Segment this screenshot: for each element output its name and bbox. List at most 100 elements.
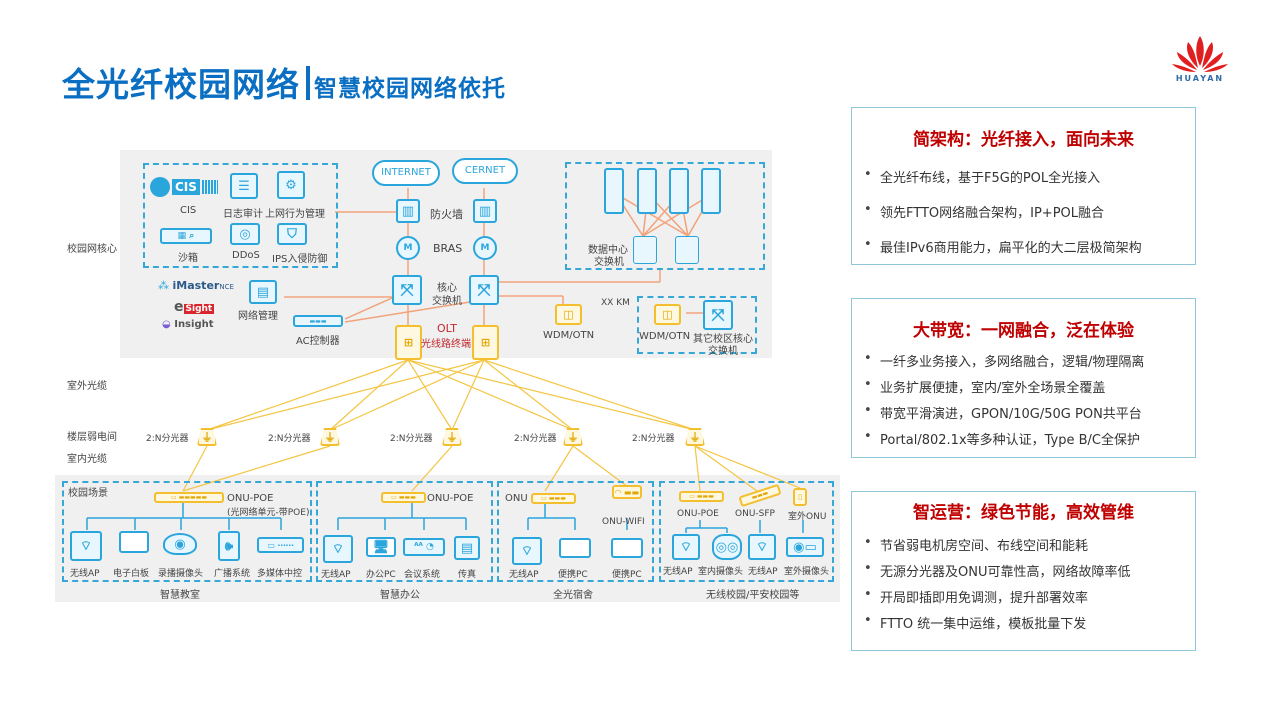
company-logo-icon bbox=[1172, 36, 1228, 72]
broadcast-icon: 🕪 bbox=[218, 531, 240, 561]
other-campus-label-1: 其它校区核心 bbox=[693, 334, 753, 345]
sandbox-icon: ▦ ⌕ bbox=[160, 228, 212, 244]
other-campus-label-2: 交换机 bbox=[708, 346, 738, 357]
splitter-icon: ⏚ bbox=[563, 428, 583, 446]
card-bullet: 开局即插即用免调测，提升部署效率 bbox=[864, 587, 1195, 606]
olt-label: OLT bbox=[437, 322, 457, 335]
label-floor-room: 楼层弱电间 bbox=[67, 432, 117, 443]
wireless-ap-icon: ⌔ bbox=[748, 534, 776, 560]
firewall-label: 防火墙 bbox=[430, 208, 463, 221]
device-label: 无线AP bbox=[663, 567, 693, 577]
olt-desc-label: 光线路终端 bbox=[421, 339, 471, 350]
splitter-label: 2:N分光器 bbox=[146, 434, 189, 444]
server-icon bbox=[701, 168, 721, 214]
splitter-icon: ⏚ bbox=[442, 428, 462, 446]
card-bullet: 业务扩展便捷，室内/室外全场景全覆盖 bbox=[864, 377, 1195, 396]
scene-wireless-campus bbox=[659, 481, 834, 582]
device-label: 办公PC bbox=[366, 570, 396, 580]
page-title: 全光纤校园网络智慧校园网络依托 bbox=[62, 58, 506, 106]
outdoor-onu-label: 室外ONU bbox=[788, 512, 827, 522]
outdoor-camera-icon: ◉▭ bbox=[786, 537, 824, 557]
conference-system-icon: ᴬᴬ ◔ bbox=[403, 538, 445, 556]
outdoor-onu-icon: ▯ bbox=[793, 488, 807, 506]
pon-fiber-links bbox=[182, 359, 801, 492]
scene-title: 无线校园/平安校园等 bbox=[706, 590, 800, 601]
insight-icon: ◒ bbox=[162, 319, 171, 330]
card-bullet: 节省弱电机房空间、布线空间和能耗 bbox=[864, 535, 1195, 554]
datacenter-group bbox=[565, 162, 765, 270]
onu-poe-icon: ▭ ▬▬▬ bbox=[381, 492, 426, 503]
behavior-mgmt-label: 上网行为管理 bbox=[265, 209, 325, 220]
core-switch-icon: ⤧ bbox=[469, 275, 499, 305]
log-audit-label: 日志审计 bbox=[223, 209, 263, 220]
scene-title: 智慧办公 bbox=[380, 590, 420, 601]
media-control-icon: ▭ ⋯⋯ bbox=[257, 537, 304, 553]
device-label: 电子白板 bbox=[113, 569, 150, 579]
onu-label: ONU bbox=[505, 493, 528, 504]
device-label: 便携PC bbox=[558, 570, 588, 580]
splitter-label: 2:N分光器 bbox=[390, 434, 433, 444]
logo-text: HUAYAN bbox=[1175, 74, 1225, 83]
device-label: 无线AP bbox=[509, 570, 539, 580]
core-switch-label-1: 核心 bbox=[437, 283, 457, 294]
dome-camera-icon: ◉ bbox=[163, 533, 197, 555]
onu-icon: ▭ ▬▬▬ bbox=[531, 493, 576, 504]
onu-wifi-icon: ◠ ▬▬ bbox=[612, 485, 642, 499]
whiteboard-icon bbox=[119, 531, 149, 553]
ac-controller-label: AC控制器 bbox=[296, 336, 340, 347]
card-bullet: 一纤多业务接入，多网络融合，逻辑/物理隔离 bbox=[864, 351, 1195, 370]
cis-grid-icon bbox=[202, 180, 218, 194]
device-label: 广播系统 bbox=[214, 569, 251, 579]
ac-controller-icon: ▬▬▬ bbox=[293, 315, 343, 327]
firewall-icon: ▥ bbox=[473, 199, 497, 223]
onu-sfp-label: ONU-SFP bbox=[735, 509, 775, 519]
scene-smart-office bbox=[316, 481, 493, 582]
card-bullet: 最佳IPv6商用能力，扁平化的大二层极简架构 bbox=[864, 237, 1195, 256]
core-switch-icon: ⤧ bbox=[392, 275, 422, 305]
splitter-icon: ⏚ bbox=[197, 428, 217, 446]
network-mgmt-icon: ▤ bbox=[249, 280, 277, 304]
wdm-right-label: WDM/OTN bbox=[639, 331, 691, 342]
card-smart-operations: 智运营：绿色节能，高效管维 节省弱电机房空间、布线空间和能耗 无源分光器及ONU… bbox=[851, 491, 1196, 651]
device-label: 无线AP bbox=[70, 569, 100, 579]
card-bullet: 带宽平滑演进，GPON/10G/50G PON共平台 bbox=[864, 403, 1195, 422]
network-mgmt-label: 网络管理 bbox=[238, 311, 278, 322]
core-switch-label-2: 交换机 bbox=[432, 296, 462, 307]
wireless-ap-icon: ⌔ bbox=[323, 535, 353, 563]
card-title: 智运营：绿色节能，高效管维 bbox=[913, 503, 1134, 523]
wdm-otn-icon: ◫ bbox=[555, 304, 582, 325]
olt-icon: ⊞ bbox=[472, 325, 499, 360]
behavior-mgmt-icon: ⚙ bbox=[277, 171, 305, 199]
device-label: 室内摄像头 bbox=[698, 567, 744, 577]
server-icon bbox=[669, 168, 689, 214]
wireless-ap-icon: ⌔ bbox=[672, 534, 700, 560]
card-title: 简架构：光纤接入，面向未来 bbox=[913, 130, 1134, 150]
dc-switch-label-2: 交换机 bbox=[594, 257, 624, 268]
imaster-icon: ⁂ bbox=[158, 279, 169, 292]
wdm-otn-icon: ◫ bbox=[654, 304, 681, 325]
card-bullet: 全光纤布线，基于F5G的POL全光接入 bbox=[864, 167, 1195, 186]
distance-label: XX KM bbox=[601, 298, 630, 308]
office-pc-icon: 🖥 bbox=[366, 537, 396, 557]
insight-logo: ◒ Insight bbox=[162, 319, 214, 330]
server-icon bbox=[637, 168, 657, 214]
device-label: 室外摄像头 bbox=[784, 567, 830, 577]
title-divider bbox=[306, 66, 310, 100]
fax-icon: ▤ bbox=[454, 536, 480, 560]
splitter-label: 2:N分光器 bbox=[514, 434, 557, 444]
device-label: 录播摄像头 bbox=[158, 569, 204, 579]
onu-poe-icon: ▭ ▬▬▬ bbox=[679, 491, 724, 502]
dc-switch-label-1: 数据中心 bbox=[588, 245, 628, 256]
scene-title: 智慧教室 bbox=[160, 590, 200, 601]
onu-poe-label: ONU-POE bbox=[227, 493, 274, 504]
other-campus-group bbox=[637, 296, 757, 354]
imaster-nce-logo: ⁂ iMasterNCE bbox=[158, 279, 234, 292]
card-bandwidth: 大带宽：一网融合，泛在体验 一纤多业务接入，多网络融合，逻辑/物理隔离 业务扩展… bbox=[851, 298, 1196, 458]
device-label: 传真 bbox=[458, 570, 477, 580]
device-label: 无线AP bbox=[321, 570, 351, 580]
splitter-icon: ⏚ bbox=[685, 428, 705, 446]
sandbox-label: 沙箱 bbox=[178, 253, 198, 264]
ips-shield-icon: ⛉ bbox=[277, 223, 307, 245]
onu-wifi-label: ONU-WIFI bbox=[602, 517, 645, 527]
